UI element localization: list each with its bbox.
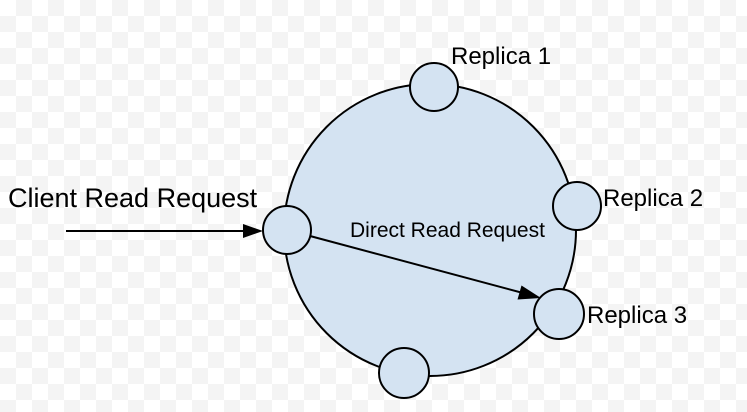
direct-read-arrow-line [309, 235, 524, 294]
replica-2-node [552, 181, 602, 231]
replica-3-node [533, 288, 585, 340]
direct-read-arrow [309, 235, 541, 300]
replica-1-node [409, 62, 459, 112]
client-read-arrowhead-icon [243, 224, 263, 238]
direct-read-request-label: Direct Read Request [350, 219, 545, 242]
client-entry-node [262, 205, 312, 255]
replica-1-label: Replica 1 [451, 43, 552, 70]
client-read-arrow [66, 224, 263, 238]
replica-2-label: Replica 2 [603, 185, 704, 212]
bottom-node [378, 347, 430, 399]
replica-3-label: Replica 3 [587, 302, 688, 329]
direct-read-arrowhead-icon [517, 285, 541, 300]
client-read-request-label: Client Read Request [8, 183, 258, 213]
